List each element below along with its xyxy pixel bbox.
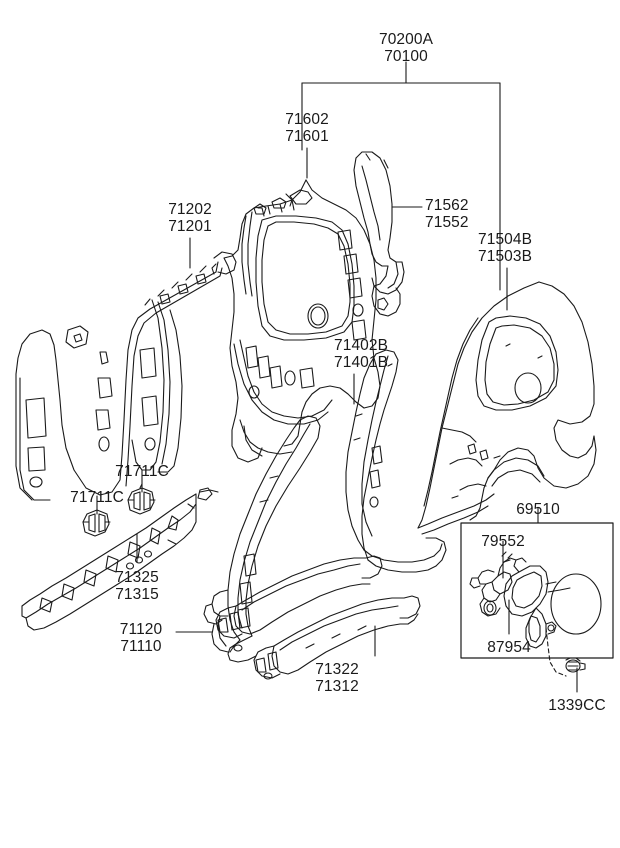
label-body-side-rail: 71402B 71401B — [334, 337, 389, 371]
body-side-outer-rail-part — [345, 349, 447, 573]
label-pillar-inner: 71602 71601 — [285, 111, 329, 145]
label-rear-pillar-extension: 71562 71552 — [425, 197, 469, 231]
body-side-clip-upper — [127, 483, 156, 515]
fuel-filler-housing-part — [469, 551, 602, 649]
label-a-pillar-lower: 71120 71110 — [119, 621, 163, 655]
fuel-filler-inset-box — [460, 522, 614, 659]
front-pillar-lower-part — [203, 415, 321, 663]
tapping-screw-part — [545, 627, 586, 677]
side-sill-outer-part — [253, 595, 421, 680]
label-fuel-filler-box: 69510 — [516, 501, 560, 518]
label-filler-housing: 87954 — [487, 639, 531, 656]
label-clip-lower: 71711C — [70, 489, 124, 506]
label-sill-inner: 71325 71315 — [115, 569, 159, 603]
leader-lines — [96, 147, 578, 693]
label-quarter-panel-outer: 71504B 71503B — [478, 231, 533, 265]
label-screw: 1339CC — [548, 697, 606, 714]
rear-pillar-extension-part — [353, 151, 405, 317]
top-assembly-bracket — [301, 61, 501, 291]
label-roof-rail: 71202 71201 — [168, 201, 212, 235]
label-assembly-top: 70200A 70100 — [378, 31, 434, 65]
body-side-clip-lower — [82, 509, 111, 537]
roof-side-rail-part — [15, 251, 237, 501]
center-pillar-inner-part — [223, 179, 381, 463]
label-hinge-housing: 79552 — [481, 533, 525, 550]
side-sill-inner-part — [21, 487, 219, 631]
label-side-sill-outer: 71322 71312 — [315, 661, 359, 695]
quarter-panel-outer-part — [417, 281, 597, 535]
side-sill-mid-segment — [215, 555, 383, 639]
label-clip-upper: 71711C — [115, 463, 169, 480]
